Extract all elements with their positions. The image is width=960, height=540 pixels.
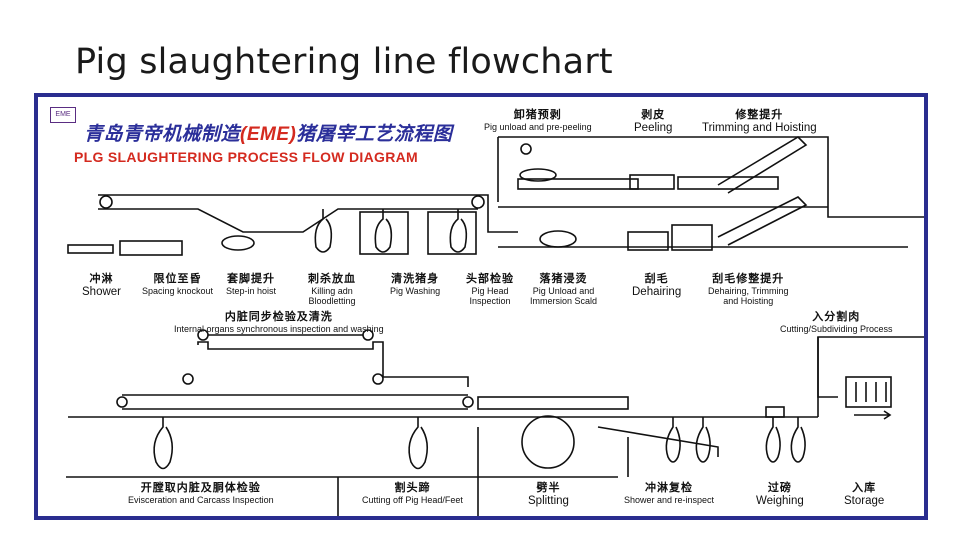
step-splitting: 劈半 Splitting [528, 482, 569, 507]
step-killing-bloodletting: 刺杀放血 Killing adn Bloodletting [308, 273, 356, 306]
diagram-title-cn-suffix: 猪屠宰工艺流程图 [296, 124, 453, 145]
splitting-platform [477, 427, 629, 477]
scalding-tank [627, 231, 669, 251]
pig-hoisted [221, 235, 255, 251]
bleeding-trough [359, 211, 409, 255]
company-logo: EME [50, 107, 76, 123]
hanging-pig [449, 209, 468, 253]
step-weighing: 过磅 Weighing [756, 482, 804, 507]
rail-end-bracket [337, 477, 479, 516]
step-unload-scald: 落猪浸烫 Pig Unload and Immersion Scald [530, 273, 598, 306]
hanging-carcass [153, 417, 174, 470]
step-evisceration: 开膛取内脏及胴体检验 Evisceration and Carcass Insp… [128, 482, 274, 505]
step-shower-reinspect: 冲淋复检 Shower and re-inspect [624, 482, 715, 505]
diagram-title-en: PLG SLAUGHTERING PROCESS FLOW DIAGRAM [74, 149, 418, 165]
step-pig-washing: 清洗猪身 Pig Washing [390, 273, 441, 296]
sprocket [182, 373, 194, 385]
organ-conveyor-loop [197, 341, 469, 387]
splitting-drum [521, 415, 575, 469]
step-head-inspection: 头部检验 Pig Head Inspection [466, 273, 514, 306]
step-dehairing: 刮毛 Dehairing [632, 273, 682, 298]
step-peeling: 剥皮 Peeling [634, 109, 673, 134]
step-trimming-hoisting: 修整提升 Trimming and Hoisting [702, 109, 817, 134]
slide-title: Pig slaughtering line flowchart [75, 42, 613, 82]
sprocket [116, 396, 128, 408]
pig-scalding [539, 230, 577, 248]
hanging-carcass [665, 417, 681, 463]
storage-grid [855, 382, 887, 402]
step-dehair-trim-hoist: 刮毛修整提升 Dehairing, Trimming and Hoisting [708, 273, 789, 306]
knockout-restrainer [119, 240, 183, 256]
splitting-saw-frame [477, 396, 629, 410]
hanging-pig [314, 209, 333, 253]
diagram-title-cn-brand: (EME) [240, 124, 297, 145]
lower-rail-drop [817, 337, 838, 398]
weighing-scale [765, 406, 785, 418]
overhead-rail-top [498, 136, 924, 218]
diagram-title-cn: 青岛青帝机械制造(EME)猪屠宰工艺流程图 [84, 119, 452, 146]
sprocket [372, 373, 384, 385]
step-organ-inspection: 内脏同步检验及清洗 Internal organs synchronous in… [174, 311, 384, 334]
washing-cabinet [427, 211, 477, 255]
upper-rail-drop [478, 194, 518, 233]
storage-arrow [854, 410, 892, 420]
pig-on-conveyor [519, 168, 557, 182]
diagram-title-cn-prefix: 青岛青帝机械制造 [84, 124, 241, 145]
hanging-carcass [408, 417, 429, 470]
upper-rail-lower [98, 208, 478, 233]
incline-hoist-upper [717, 135, 808, 194]
hanging-carcass [765, 417, 781, 463]
diagram-panel: EME 青岛青帝机械制造(EME)猪屠宰工艺流程图 PLG SLAUGHTERI… [38, 97, 924, 516]
dehair-machine [671, 224, 713, 251]
hanging-carcass [695, 417, 711, 463]
sprocket [99, 195, 113, 209]
step-cutting-subdividing: 入分割肉 Cutting/Subdividing Process [780, 311, 893, 334]
sprocket [471, 195, 485, 209]
shower-pen [67, 244, 114, 254]
inspection-stairs [597, 426, 719, 457]
step-step-in-hoist: 套脚提升 Step-in hoist [226, 273, 277, 296]
step-unload-prepeel: 卸猪预剥 Pig unload and pre-peeling [484, 109, 592, 132]
hanging-carcass [790, 417, 806, 463]
storage-cabinet [845, 376, 892, 408]
conveyor-table [629, 174, 675, 190]
incline-hoist-lower [717, 196, 808, 246]
conveyor-table [517, 178, 639, 190]
step-cut-head-feet: 割头蹄 Cutting off Pig Head/Feet [362, 482, 463, 505]
conveyor-table [677, 176, 779, 190]
sprocket [462, 396, 474, 408]
step-storage: 入库 Storage [844, 482, 885, 507]
hanging-pig [374, 209, 393, 253]
sprocket [362, 329, 374, 341]
diagram-frame: EME 青岛青帝机械制造(EME)猪屠宰工艺流程图 PLG SLAUGHTERI… [34, 93, 928, 520]
step-spacing-knockout: 限位至昏 Spacing knockout [142, 273, 214, 296]
step-shower: 冲淋 Shower [82, 273, 121, 298]
process-drawing [66, 135, 924, 516]
sprocket [520, 143, 532, 155]
sprocket [197, 329, 209, 341]
